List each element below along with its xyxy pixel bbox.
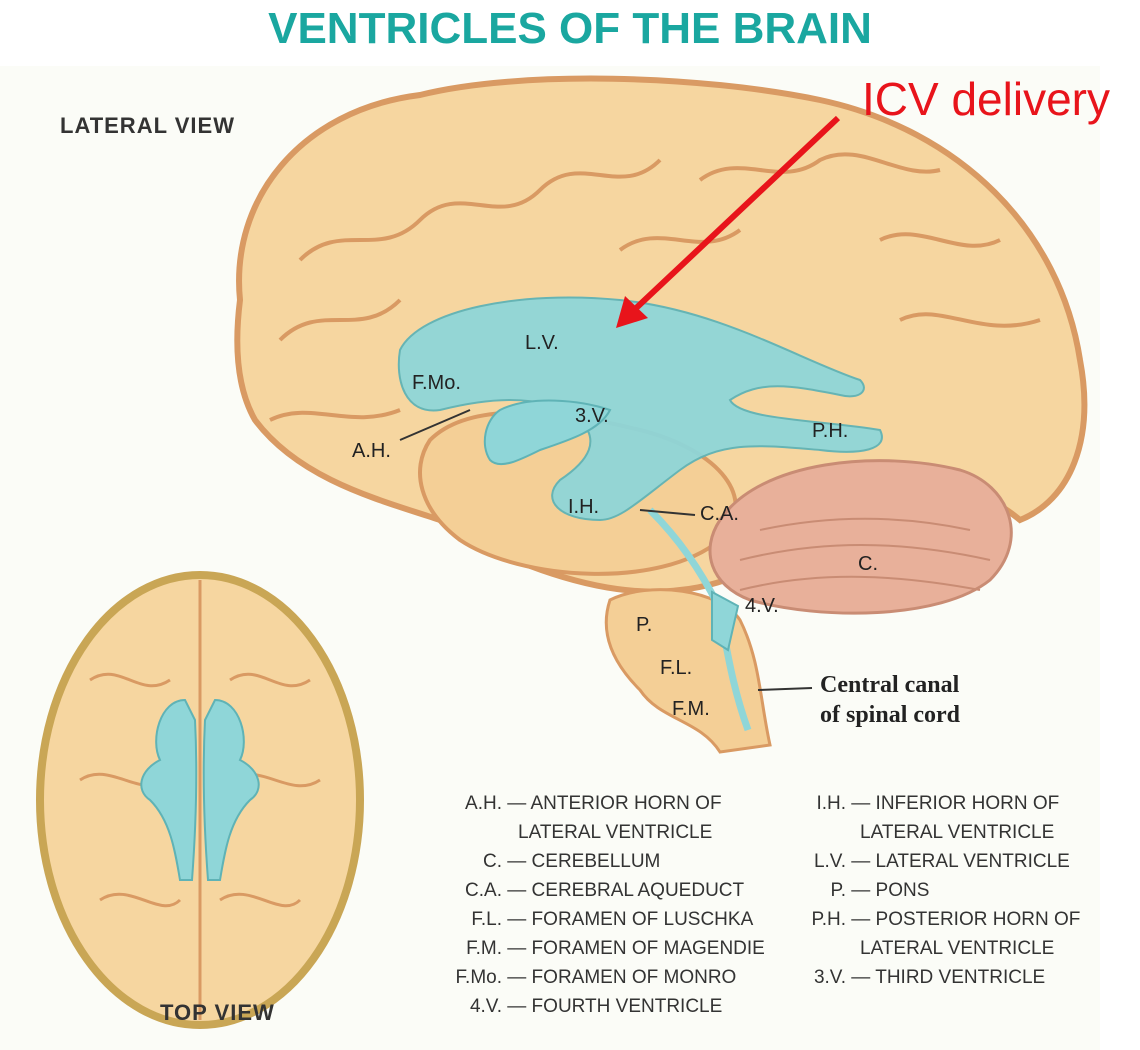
central-canal-line1: Central canal	[820, 670, 960, 700]
legend-right-row: P.H. — POSTERIOR HORN OF	[790, 909, 1080, 931]
legend-right-row: LATERAL VENTRICLE	[860, 822, 1054, 844]
label-4v: 4.V.	[745, 595, 779, 618]
central-canal-line2: of spinal cord	[820, 700, 960, 730]
label-3v: 3.V.	[575, 405, 609, 428]
legend-left-row: C.A. — CEREBRAL AQUEDUCT	[440, 880, 744, 902]
legend-left-row: F.Mo. — FORAMEN OF MONRO	[440, 967, 736, 989]
legend-left-row: LATERAL VENTRICLE	[518, 822, 712, 844]
label-fmo: F.Mo.	[412, 372, 461, 395]
icv-delivery-annotation: ICV delivery	[862, 72, 1110, 126]
legend-right-row: P. — PONS	[790, 880, 929, 902]
legend-left-row: 4.V. — FOURTH VENTRICLE	[440, 996, 722, 1018]
label-ca: C.A.	[700, 503, 739, 526]
lateral-view-label: LATERAL VIEW	[60, 113, 235, 139]
label-lv: L.V.	[525, 332, 559, 355]
legend-left-row: F.L. — FORAMEN OF LUSCHKA	[440, 909, 753, 931]
label-ah: A.H.	[352, 440, 391, 463]
label-ph: P.H.	[812, 420, 848, 443]
legend-left-row: F.M. — FORAMEN OF MAGENDIE	[440, 938, 765, 960]
label-c: C.	[858, 553, 878, 576]
legend-left-row: C. — CEREBELLUM	[440, 851, 660, 873]
top-view-label: TOP VIEW	[160, 1000, 275, 1026]
central-canal-label: Central canal of spinal cord	[820, 670, 960, 730]
label-ih: I.H.	[568, 496, 599, 519]
legend-right-row: 3.V. — THIRD VENTRICLE	[790, 967, 1045, 989]
label-fm: F.M.	[672, 698, 710, 721]
legend-right-row: L.V. — LATERAL VENTRICLE	[790, 851, 1070, 873]
legend-right-row: I.H. — INFERIOR HORN OF	[790, 793, 1059, 815]
legend-right-row: LATERAL VENTRICLE	[860, 938, 1054, 960]
legend-left-row: A.H. — ANTERIOR HORN OF	[440, 793, 722, 815]
label-p: P.	[636, 614, 652, 637]
label-fl: F.L.	[660, 657, 692, 680]
